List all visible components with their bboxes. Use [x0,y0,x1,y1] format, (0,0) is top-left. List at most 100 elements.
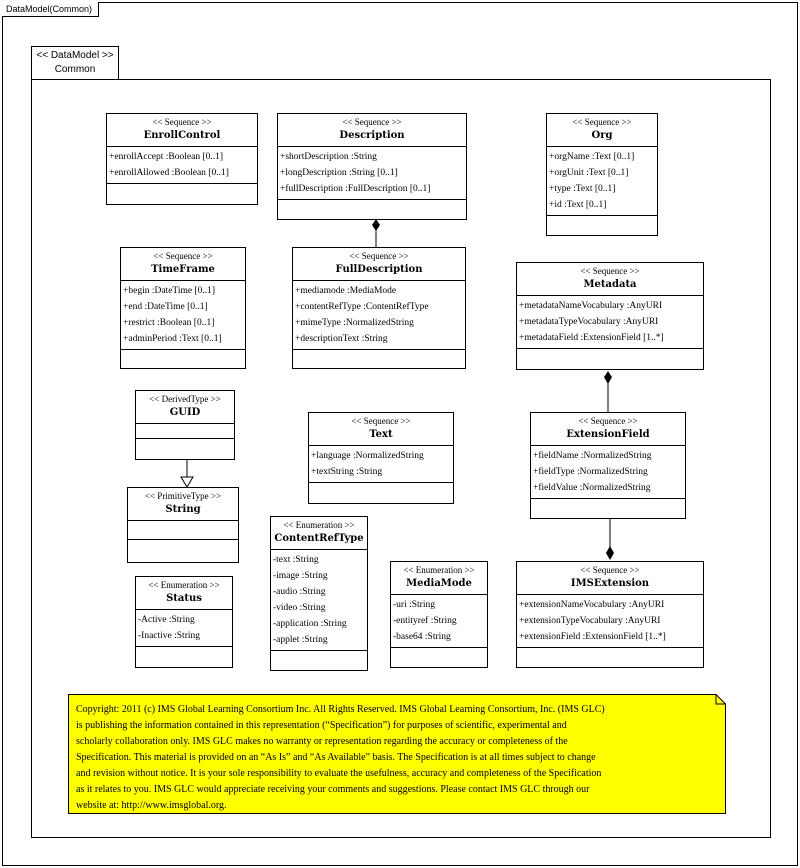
class-name: GUID [169,407,201,418]
composition-diamond-imsextension [606,546,614,560]
class-attribute: +begin :DateTime [0..1] [123,286,216,296]
class-stereotype: << Enumeration >> [403,565,475,575]
class-name: Org [591,130,613,141]
class-attribute: +extensionTypeVocabulary :AnyURI [519,616,661,626]
class-attribute: +fieldType :NormalizedString [533,467,648,477]
note-line: Specification. This material is provided… [76,752,596,763]
class-attribute: +restrict :Boolean [0..1] [123,318,215,328]
package-body [31,79,771,838]
class-attribute: +longDescription :String [0..1] [280,168,398,178]
note-line: and revision without notice. It is your … [76,768,602,779]
note-line: as it relates to you. IMS GLC would appr… [76,784,590,795]
class-stereotype: << Sequence >> [342,117,402,127]
class-metadata[interactable]: << Sequence >> Metadata +metadataNameVoca… [516,262,704,370]
class-imsextension[interactable]: << Sequence >> IMSExtension +extensionNam… [516,561,704,668]
class-attribute: +adminPeriod :Text [0..1] [123,334,222,344]
class-name: Metadata [583,279,637,290]
class-enrollcontrol[interactable]: << Sequence >> EnrollControl +enrollAccep… [106,113,258,205]
class-attribute: -Active :String [138,615,195,625]
class-attribute: +textString :String [311,467,383,477]
class-attribute: +contentRefType :ContentRefType [295,302,429,312]
copyright-note-text: Copyright: 2011 (c) IMS Global Learning … [76,702,716,814]
class-name: String [165,504,201,515]
class-name: ExtensionField [566,429,650,440]
composition-diamond-metadata [604,371,612,384]
class-attributes [136,424,234,439]
class-attribute: +metadataTypeVocabulary :AnyURI [519,317,659,327]
class-stereotype: << Sequence >> [580,266,640,276]
class-attribute: -application :String [273,619,347,629]
class-org[interactable]: << Sequence >>Org +orgName :Text [0..1] … [546,113,658,236]
class-name: TimeFrame [151,264,215,275]
note-shape [68,694,726,814]
class-stereotype: << PrimitiveType >> [144,491,222,501]
class-fulldescription[interactable]: << Sequence >> FullDescription +mediamode… [292,247,466,369]
class-attributes [128,521,238,540]
class-name: Status [166,593,202,604]
class-name: Description [339,130,405,141]
class-stereotype: << Sequence >> [578,416,638,426]
class-stereotype: << Sequence >> [572,117,632,127]
class-attribute: +mediamode :MediaMode [295,286,397,296]
class-attribute: +language :NormalizedString [311,451,424,461]
class-attribute: +mimeType :NormalizedString [295,318,414,328]
class-name: EnrollControl [143,130,221,141]
class-string[interactable]: << PrimitiveType >> String [127,487,239,563]
class-mediamode[interactable]: << Enumeration >>MediaMode -uri :String … [390,561,488,668]
class-status[interactable]: << Enumeration >>Status -Active :String … [135,576,233,668]
package-tab: << DataModel >> Common [31,46,119,79]
class-attribute: +fullDescription :FullDescription [0..1] [280,184,431,194]
class-description[interactable]: << Sequence >> Description +shortDescript… [277,113,467,220]
class-extensionfield[interactable]: << Sequence >> ExtensionField +fieldName … [530,412,686,519]
class-text[interactable]: << Sequence >> Text +language :Normalized… [308,412,454,504]
class-contentreftype[interactable]: << Enumeration >> ContentRefType -text :S… [270,516,368,671]
class-attribute: -entityref :String [393,616,457,626]
class-attribute: +extensionNameVocabulary :AnyURI [519,600,665,610]
class-attribute: -applet :String [273,635,328,645]
class-name: ContentRefType [274,533,364,544]
class-attribute: +type :Text [0..1] [549,184,616,194]
class-stereotype: << DerivedType >> [149,394,221,404]
class-name: Text [369,429,393,440]
class-stereotype: << Sequence >> [152,117,212,127]
class-stereotype: << Sequence >> [351,416,411,426]
class-attribute: +enrollAllowed :Boolean [0..1] [109,168,229,178]
class-stereotype: << Enumeration >> [283,520,355,530]
class-attribute: +metadataNameVocabulary :AnyURI [519,301,663,311]
note-line: is publishing the information contained … [76,720,567,731]
generalization-arrowhead [180,476,194,488]
class-attribute: -image :String [273,571,328,581]
class-attribute: +fieldValue :NormalizedString [533,483,651,493]
class-attribute: -audio :String [273,587,326,597]
class-attribute: +shortDescription :String [280,152,377,162]
class-attribute: +end :DateTime [0..1] [123,302,208,312]
class-attribute: +metadataField :ExtensionField [1..*] [519,333,664,343]
class-attribute: -video :String [273,603,326,613]
class-attribute: +extensionField :ExtensionField [1..*] [519,632,666,642]
copyright-note [68,694,726,814]
class-name: IMSExtension [570,578,650,589]
package-name: Common [54,64,96,75]
class-name: FullDescription [335,264,423,275]
class-attribute: -text :String [273,555,319,565]
note-line: Copyright: 2011 (c) IMS Global Learning … [76,704,605,715]
class-stereotype: << Sequence >> [153,251,213,261]
class-stereotype: << Sequence >> [580,565,640,575]
class-attribute: +id :Text [0..1] [549,200,607,210]
class-attribute: -uri :String [393,600,435,610]
class-guid[interactable]: << DerivedType >> GUID [135,390,235,460]
note-line: scholarly collaboration only. IMS GLC ma… [76,736,568,747]
class-name: MediaMode [406,578,472,589]
note-folded-corner [715,694,726,705]
composition-diamond-description [372,219,380,231]
class-attribute: +fieldName :NormalizedString [533,451,652,461]
class-timeframe[interactable]: << Sequence >> TimeFrame +begin :DateTime… [120,247,246,369]
class-attribute: +descriptionText :String [295,334,388,344]
package-stereotype: << DataModel >> [36,50,114,61]
class-attribute: +enrollAccept :Boolean [0..1] [109,152,224,162]
note-line: website at: http://www.imsglobal.org. [76,800,227,811]
class-stereotype: << Sequence >> [349,251,409,261]
class-attribute: +orgName :Text [0..1] [549,152,635,162]
